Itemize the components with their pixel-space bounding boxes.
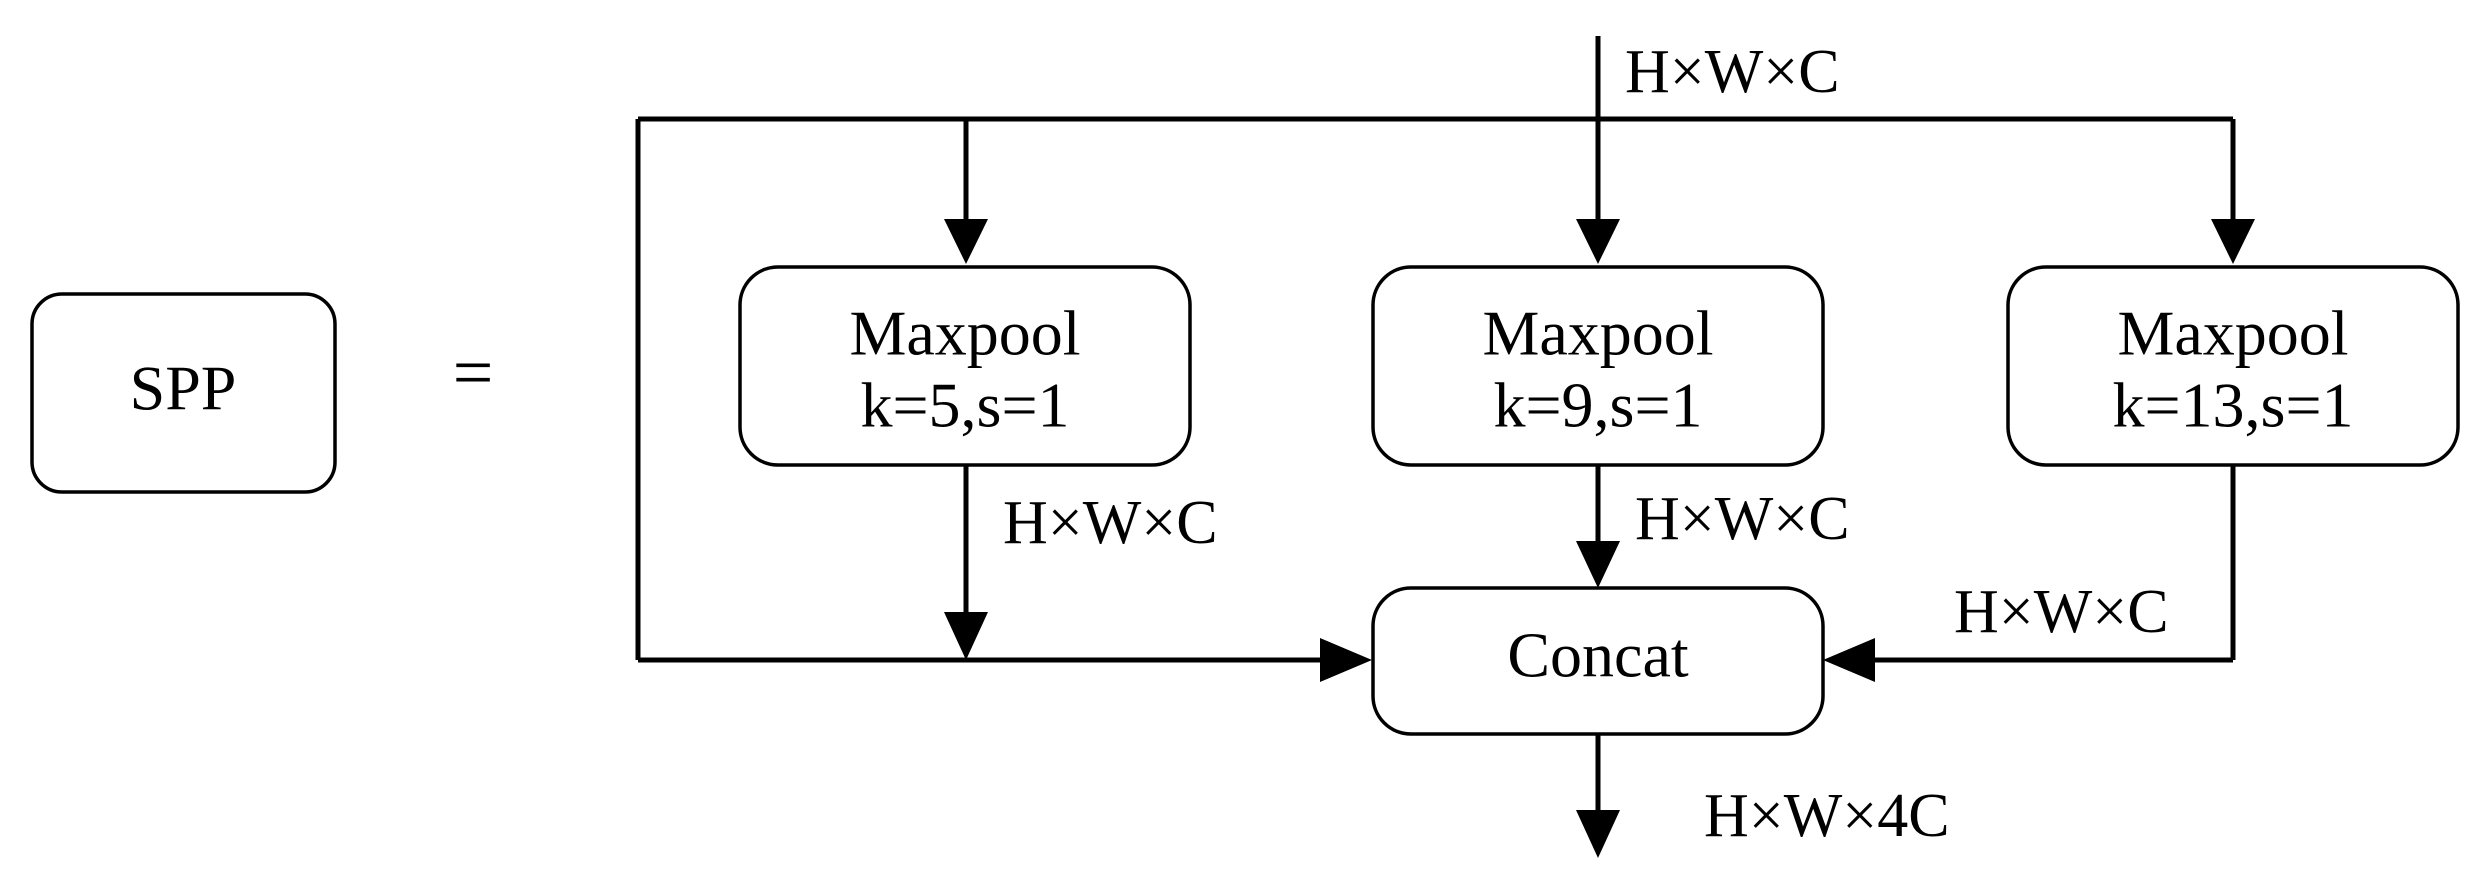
maxpool-2-title: Maxpool [1482, 298, 1713, 369]
maxpool-3-title: Maxpool [2117, 298, 2348, 369]
maxpool-2-output-dim: H×W×C [1635, 485, 1850, 553]
spp-label: SPP [130, 353, 237, 424]
arrowhead-maxpool-2-output [1576, 541, 1620, 588]
arrowhead-maxpool-1-output [944, 612, 988, 660]
output-dim-label: H×W×4C [1704, 782, 1950, 850]
arrowhead-output [1576, 810, 1620, 858]
concat-label: Concat [1507, 620, 1689, 691]
maxpool-1-title: Maxpool [849, 298, 1080, 369]
input-dim-label: H×W×C [1625, 38, 1840, 106]
maxpool-3-params: k=13,s=1 [2112, 370, 2353, 441]
arrowhead-to-maxpool-2 [1576, 219, 1620, 264]
maxpool-2-params: k=9,s=1 [1493, 370, 1702, 441]
maxpool-1-output-dim: H×W×C [1003, 489, 1218, 557]
maxpool-1-params: k=5,s=1 [860, 370, 1069, 441]
spp-box [30, 292, 337, 494]
arrowhead-to-maxpool-1 [944, 219, 988, 264]
arrowhead-to-maxpool-3 [2211, 219, 2255, 264]
maxpool-3-output-dim: H×W×C [1954, 578, 2169, 646]
equals-sign: = [453, 333, 494, 413]
arrowhead-to-concat-right [1823, 638, 1875, 682]
arrowhead-to-concat-left [1320, 638, 1372, 682]
